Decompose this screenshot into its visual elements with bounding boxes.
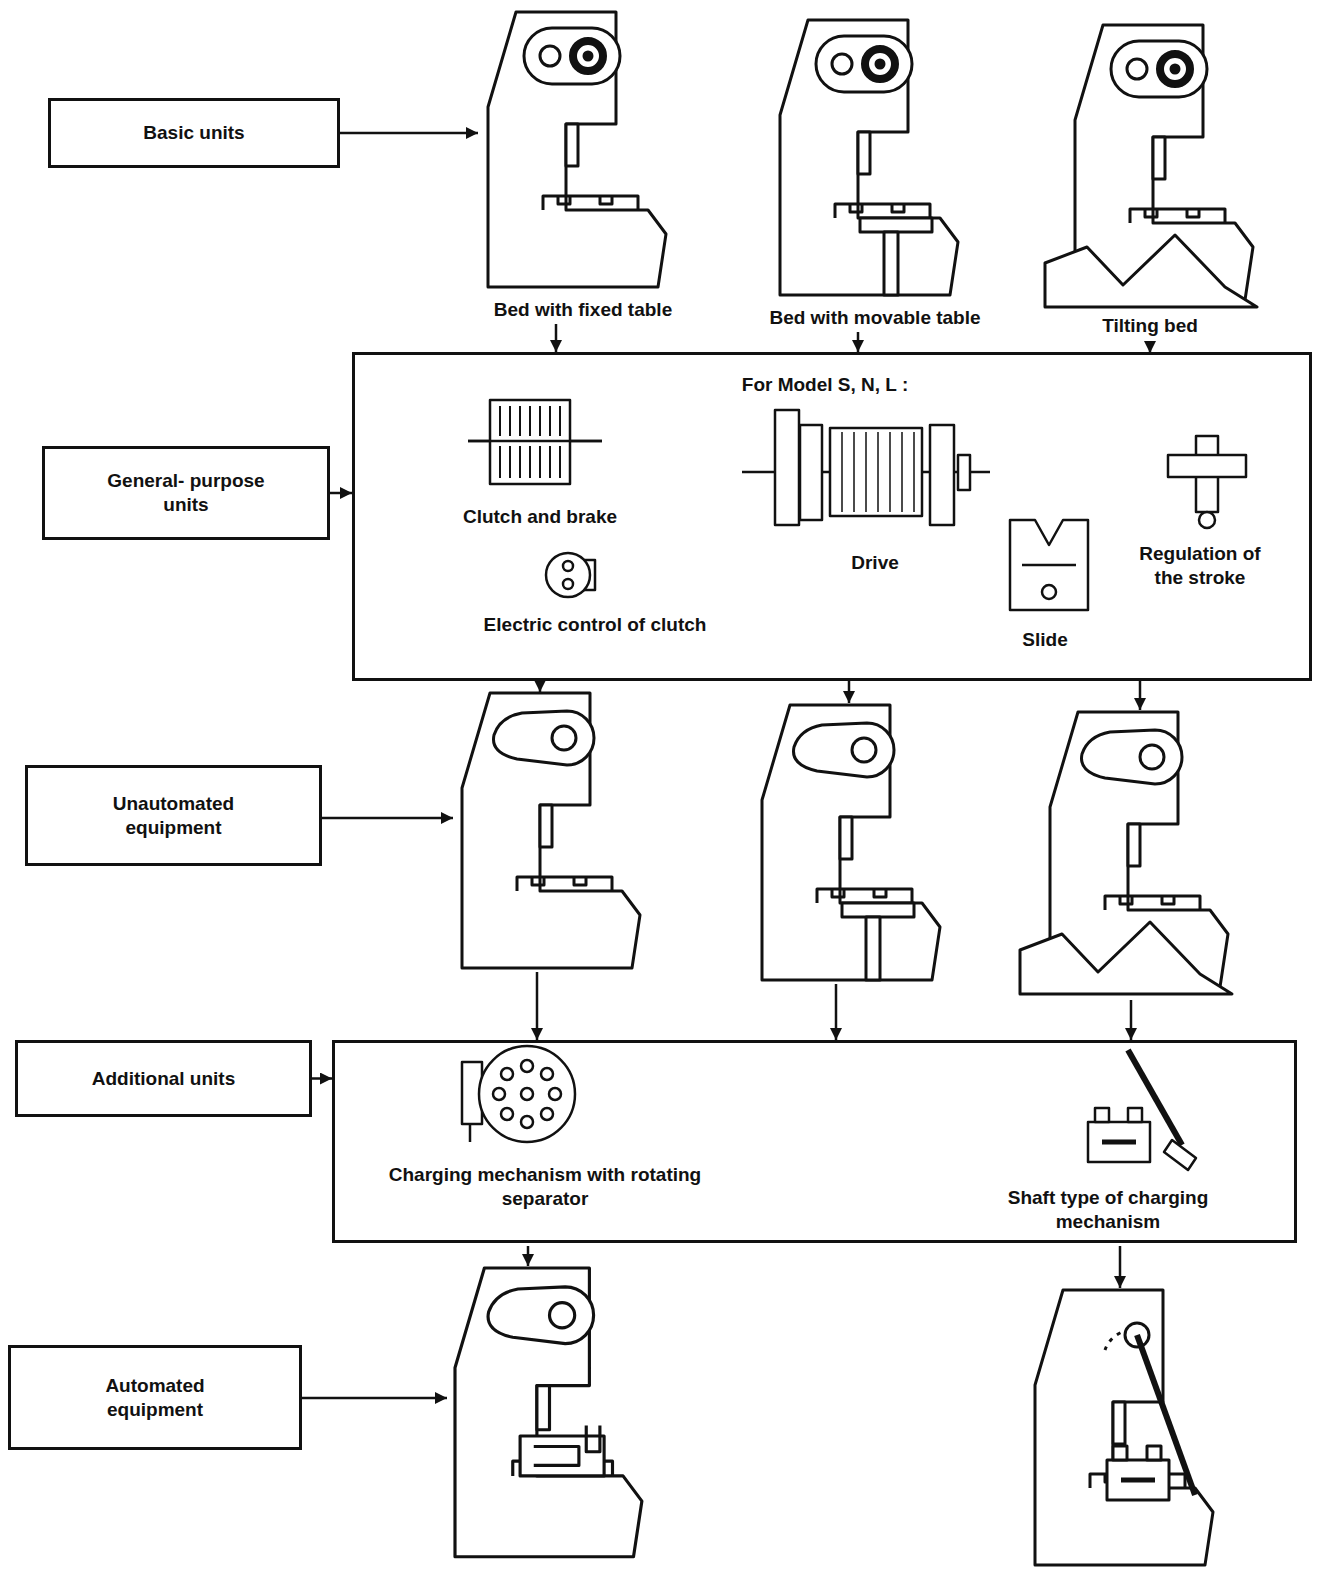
- unit-label: Unautomated equipment: [94, 792, 254, 840]
- flow-arrow: [848, 681, 851, 703]
- connector-arrow: [330, 492, 352, 495]
- connector-arrow: [312, 1077, 332, 1080]
- unit-panel: For Model S, N, L : Clutch and brakeDrive…: [352, 352, 1312, 681]
- press-fixed-table: [488, 12, 666, 287]
- unit-label: Basic units: [143, 121, 244, 145]
- flow-arrow: [1130, 1000, 1133, 1040]
- part-label: Regulation of the stroke: [1125, 542, 1275, 590]
- press-movable-table: [762, 705, 940, 980]
- press-tilting-bed: [1045, 25, 1257, 307]
- drive-icon: [742, 410, 990, 525]
- unit-box: Automated equipment: [8, 1345, 302, 1450]
- bed-label: Bed with fixed table: [492, 298, 674, 322]
- slide-icon: [1010, 520, 1088, 610]
- flow-arrow: [555, 324, 558, 352]
- unit-box: Basic units: [48, 98, 340, 168]
- flow-arrow: [1139, 681, 1142, 710]
- flow-arrow: [536, 972, 539, 1040]
- part-label: Clutch and brake: [463, 505, 617, 529]
- pointer-arrow: [340, 132, 478, 135]
- flow-arrow: [835, 984, 838, 1040]
- unit-box: General- purpose units: [42, 446, 330, 540]
- unit-panel: Charging mechanism with rotating separat…: [332, 1040, 1297, 1243]
- press-automated: [455, 1268, 642, 1557]
- part-label: Shaft type of charging mechanism: [978, 1186, 1238, 1234]
- part-label: Drive: [851, 551, 899, 575]
- part-label: For Model S, N, L :: [742, 373, 908, 397]
- press-tilting-bed: [1020, 712, 1232, 994]
- flow-arrow: [1119, 1246, 1122, 1288]
- pointer-arrow: [302, 1397, 447, 1400]
- flow-arrow: [857, 332, 860, 352]
- bed-label: Tilting bed: [1100, 314, 1200, 338]
- unit-label: Additional units: [92, 1067, 236, 1091]
- stroke-regulation-icon: [1168, 436, 1246, 528]
- unit-box: Additional units: [15, 1040, 312, 1117]
- shaft-charging-icon: [1088, 1050, 1196, 1170]
- flow-arrow: [539, 681, 542, 692]
- pointer-arrow: [322, 817, 453, 820]
- unit-label: General- purpose units: [86, 469, 286, 517]
- electric-clutch-control-icon: [546, 553, 595, 597]
- unit-box: Unautomated equipment: [25, 765, 322, 866]
- press-movable-table: [780, 20, 958, 295]
- unit-label: Automated equipment: [80, 1374, 230, 1422]
- bed-label: Bed with movable table: [767, 306, 982, 330]
- press-automated: [1035, 1290, 1213, 1565]
- part-label: Slide: [1022, 628, 1067, 652]
- part-label: Electric control of clutch: [484, 613, 707, 637]
- flow-arrow: [527, 1246, 530, 1266]
- clutch-brake-icon: [468, 400, 602, 484]
- press-fixed-table: [462, 693, 640, 968]
- rotating-separator-icon: [462, 1046, 575, 1142]
- part-label: Charging mechanism with rotating separat…: [385, 1163, 705, 1211]
